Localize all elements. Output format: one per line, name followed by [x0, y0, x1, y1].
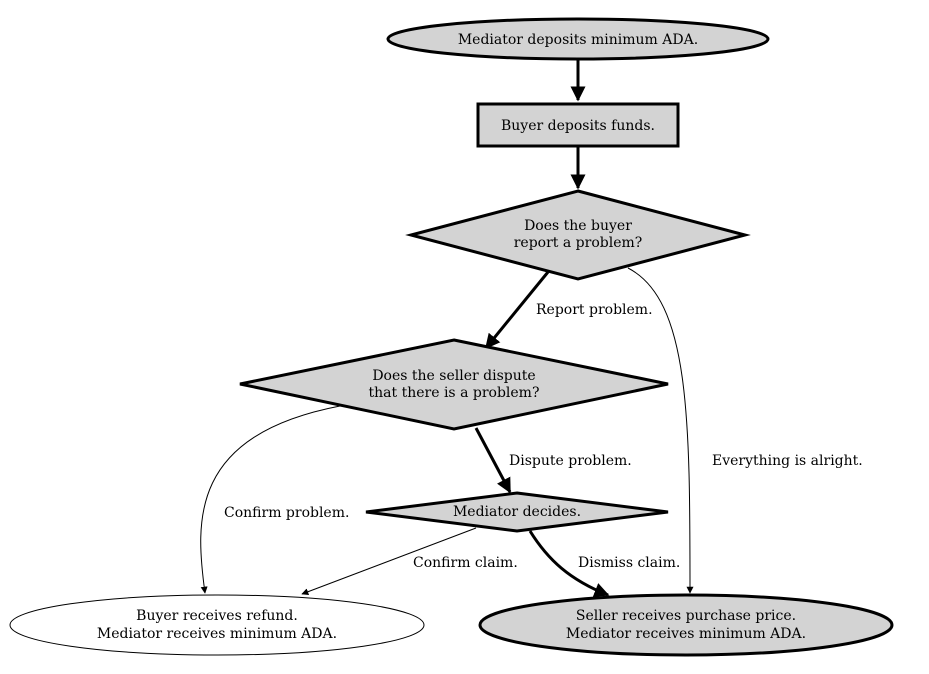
node-payout-line-1: Seller receives purchase price.	[576, 608, 796, 624]
node-buyer-problem-line-1: Does the buyer	[524, 218, 632, 234]
edge-label-confirm-problem: Confirm problem.	[224, 505, 349, 521]
node-deposit-label: Buyer deposits funds.	[501, 118, 655, 134]
node-seller-dispute-line-1: Does the seller dispute	[372, 368, 535, 384]
node-payout-line-2: Mediator receives minimum ADA.	[566, 626, 806, 642]
node-refund-line-1: Buyer receives refund.	[136, 608, 298, 624]
node-buyer-problem: Does the buyer report a problem?	[405, 189, 751, 281]
node-mediator-label: Mediator decides.	[453, 504, 581, 520]
node-seller-dispute: Does the seller dispute that there is a …	[239, 338, 669, 431]
edge-report-problem	[484, 271, 550, 350]
node-start: Mediator deposits minimum ADA.	[386, 17, 770, 61]
edge-confirm-claim	[301, 527, 477, 596]
edge-label-everything-alright: Everything is alright.	[712, 453, 863, 469]
edge-dispute-problem	[474, 427, 512, 494]
edge-dismiss-claim	[528, 530, 610, 598]
node-seller-dispute-line-2: that there is a problem?	[369, 385, 540, 401]
edge-confirm-problem	[200, 405, 341, 594]
node-payout: Seller receives purchase price. Mediator…	[478, 593, 894, 657]
edge-label-dispute-problem: Dispute problem.	[509, 453, 632, 469]
node-refund: Buyer receives refund. Mediator receives…	[9, 594, 425, 656]
edge-label-report-problem: Report problem.	[536, 302, 653, 318]
node-start-label: Mediator deposits minimum ADA.	[458, 32, 698, 48]
node-refund-line-2: Mediator receives minimum ADA.	[97, 626, 337, 642]
edge-everything-alright	[627, 267, 694, 594]
node-buyer-problem-line-2: report a problem?	[514, 235, 643, 251]
node-mediator: Mediator decides.	[365, 491, 669, 533]
edge-label-confirm-claim: Confirm claim.	[413, 555, 518, 571]
node-deposit: Buyer deposits funds.	[476, 102, 680, 148]
edge-label-dismiss-claim: Dismiss claim.	[578, 555, 680, 571]
